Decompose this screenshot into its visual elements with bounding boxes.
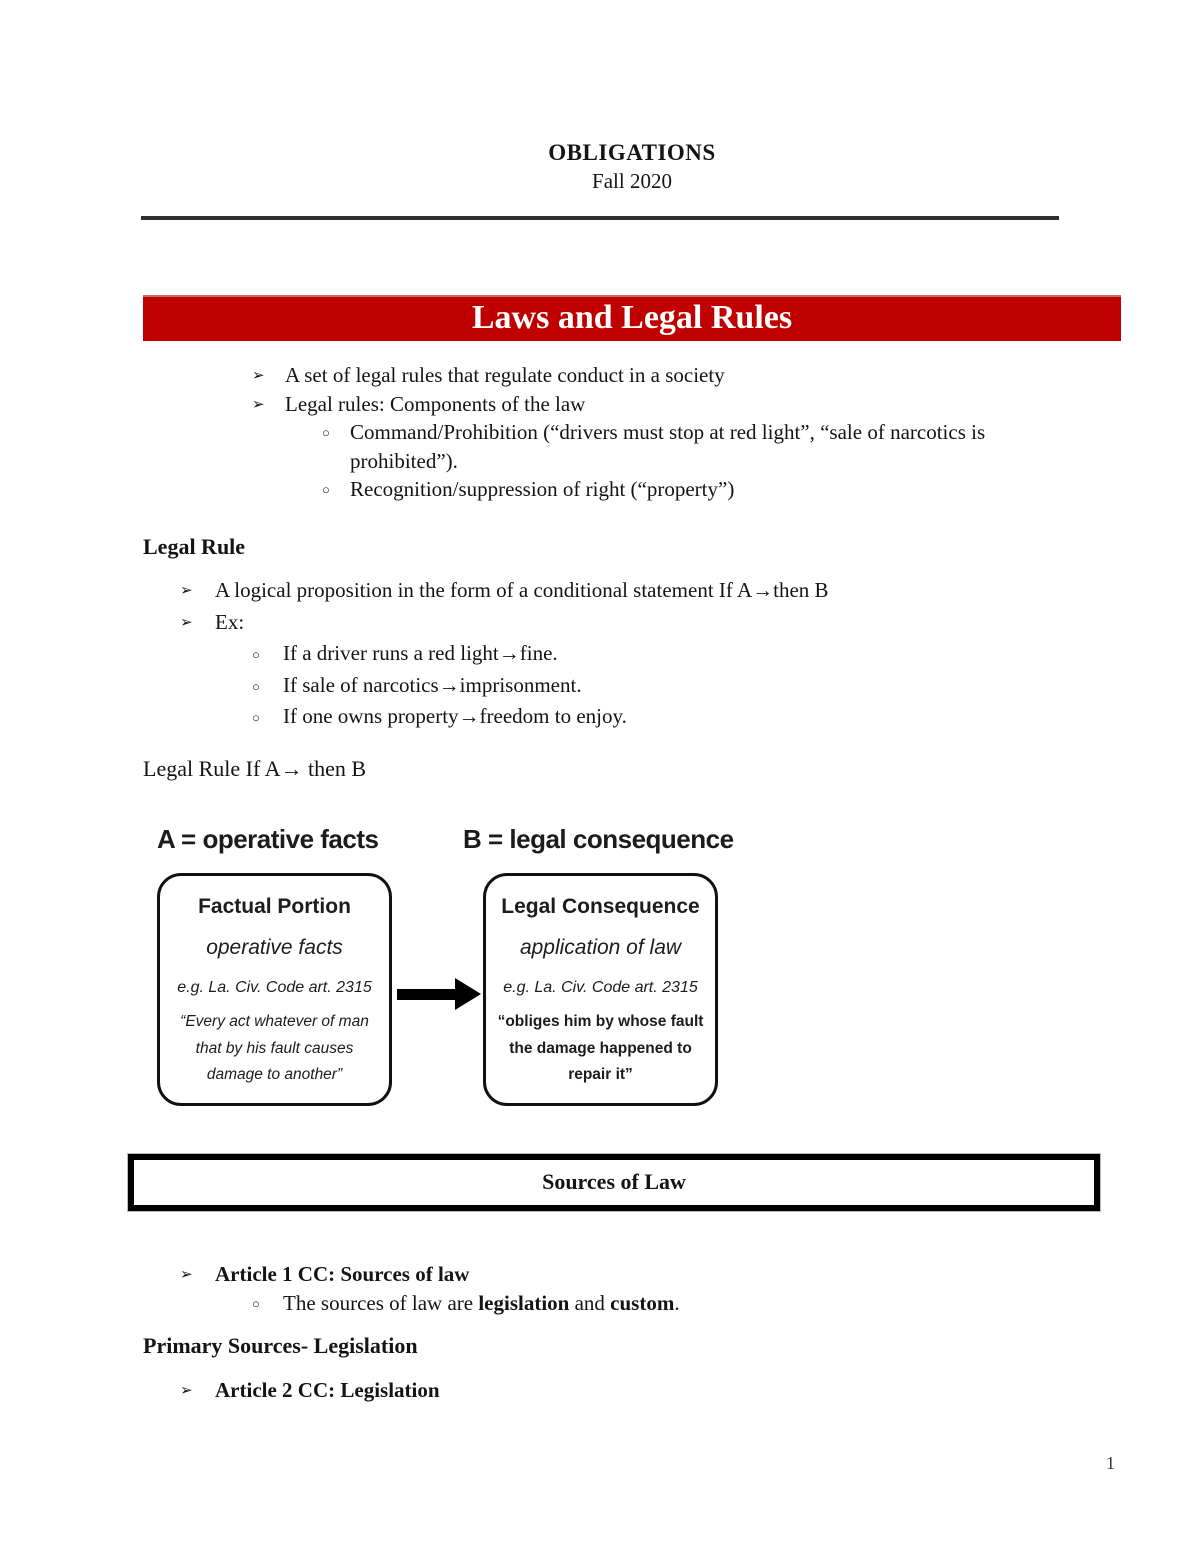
list-item-text: Ex: xyxy=(215,609,245,634)
diagram-box-legal-consequence: Legal Consequence application of law e.g… xyxy=(483,873,718,1106)
list-item: ○ If a driver runs a red light→fine. xyxy=(143,638,1143,670)
list-item: ➢ A set of legal rules that regulate con… xyxy=(143,361,1143,390)
text-segment-bold: custom xyxy=(610,1290,675,1315)
right-arrow-icon xyxy=(397,978,481,1010)
list-item: ○ Command/Prohibition (“drivers must sto… xyxy=(143,418,1143,475)
section-banner-title: Laws and Legal Rules xyxy=(471,299,793,336)
circle-bullet-icon: ○ xyxy=(252,1295,260,1311)
arrow-bullet-icon: ➢ xyxy=(180,1383,193,1399)
list-item-text: The sources of law are legislation and c… xyxy=(283,1289,680,1318)
text-segment: and xyxy=(569,1290,611,1315)
diagram-box-subtitle: operative facts xyxy=(206,936,343,959)
list-item-text: If sale of narcotics→imprisonment. xyxy=(283,672,582,697)
list-item: ○ The sources of law are legislation and… xyxy=(143,1289,1143,1318)
list-item-text: Legal rules: Components of the law xyxy=(285,391,586,416)
text-segment-bold: legislation xyxy=(478,1290,570,1315)
arrow-shaft xyxy=(397,989,456,1000)
list-item-text: A set of legal rules that regulate condu… xyxy=(285,363,725,387)
diagram-box-quote: “obliges him by whose fault the damage h… xyxy=(497,1013,704,1084)
article2-bullet-list: ➢ Article 2 CC: Legislation xyxy=(143,1376,1143,1405)
diagram-box-factual-portion: Factual Portion operative facts e.g. La.… xyxy=(157,873,392,1106)
legal-rule-bullet-list: ➢ A logical proposition in the form of a… xyxy=(143,575,1143,733)
section-banner-laws-and-legal-rules: Laws and Legal Rules xyxy=(143,295,1121,341)
arrow-bullet-icon: ➢ xyxy=(180,614,193,631)
sources-bullet-list: ➢ Article 1 CC: Sources of law ○ The sou… xyxy=(143,1260,1143,1317)
list-item: ➢ Ex: xyxy=(143,607,1143,639)
arrow-bullet-icon: ➢ xyxy=(252,368,265,384)
document-header: OBLIGATIONS Fall 2020 xyxy=(143,140,1121,194)
list-item-text: Recognition/suppression of right (“prope… xyxy=(350,477,735,501)
arrow-bullet-icon: ➢ xyxy=(252,396,265,413)
list-item: ○ If one owns property→freedom to enjoy. xyxy=(143,701,1143,733)
arrow-bullet-icon: ➢ xyxy=(180,583,193,599)
arrow-bullet-icon: ➢ xyxy=(180,1267,193,1283)
list-item-text: A logical proposition in the form of a c… xyxy=(215,578,829,602)
circle-bullet-icon: ○ xyxy=(322,482,330,497)
heading-legal-rule: Legal Rule xyxy=(143,534,246,559)
diagram-box-title: Legal Consequence xyxy=(501,895,700,918)
circle-bullet-icon: ○ xyxy=(322,425,330,440)
diagram-box-title: Factual Portion xyxy=(198,895,351,918)
subheading-legal-rule-if-a-then-b: Legal Rule If A→ then B xyxy=(143,756,367,781)
circle-bullet-icon: ○ xyxy=(252,710,260,725)
list-item: ○ Recognition/suppression of right (“pro… xyxy=(143,475,1143,504)
list-item-text: Command/Prohibition (“drivers must stop … xyxy=(350,420,986,473)
diagram-label-legal-consequence: B = legal consequence xyxy=(463,824,734,854)
double-rule-divider xyxy=(141,216,1059,220)
section-box-sources-of-law: Sources of Law xyxy=(127,1153,1101,1212)
intro-bullet-list: ➢ A set of legal rules that regulate con… xyxy=(143,361,1143,504)
diagram-box-quote: “Every act whatever of man that by his f… xyxy=(180,1013,369,1084)
diagram-label-operative-facts: A = operative facts xyxy=(157,824,379,854)
list-item-text: Article 1 CC: Sources of law xyxy=(215,1262,470,1286)
list-item: ➢ Legal rules: Components of the law xyxy=(143,390,1143,419)
arrow-head xyxy=(455,978,481,1010)
circle-bullet-icon: ○ xyxy=(252,647,260,662)
diagram-box-example: e.g. La. Civ. Code art. 2315 xyxy=(177,979,372,996)
list-item-text: If a driver runs a red light→fine. xyxy=(283,641,558,665)
text-segment: The sources of law are xyxy=(283,1290,479,1315)
circle-bullet-icon: ○ xyxy=(252,678,260,694)
diagram-box-example: e.g. La. Civ. Code art. 2315 xyxy=(503,979,698,996)
list-item-text: If one owns property→freedom to enjoy. xyxy=(283,704,627,728)
heading-primary-sources-legislation: Primary Sources- Legislation xyxy=(143,1333,418,1358)
page-number: 1 xyxy=(1106,1453,1115,1473)
list-item-text: Article 2 CC: Legislation xyxy=(215,1378,440,1402)
list-item: ○ If sale of narcotics→imprisonment. xyxy=(143,670,1143,702)
document-title: OBLIGATIONS xyxy=(548,140,716,165)
document-subtitle: Fall 2020 xyxy=(592,169,672,193)
text-segment: . xyxy=(674,1290,680,1315)
legal-rule-diagram: A = operative facts B = legal consequenc… xyxy=(155,822,735,1114)
diagram-box-subtitle: application of law xyxy=(519,936,682,959)
list-item: ➢ Article 1 CC: Sources of law xyxy=(143,1260,1143,1289)
list-item: ➢ A logical proposition in the form of a… xyxy=(143,575,1143,607)
list-item: ➢ Article 2 CC: Legislation xyxy=(143,1376,1143,1405)
section-box-title: Sources of Law xyxy=(542,1169,686,1194)
